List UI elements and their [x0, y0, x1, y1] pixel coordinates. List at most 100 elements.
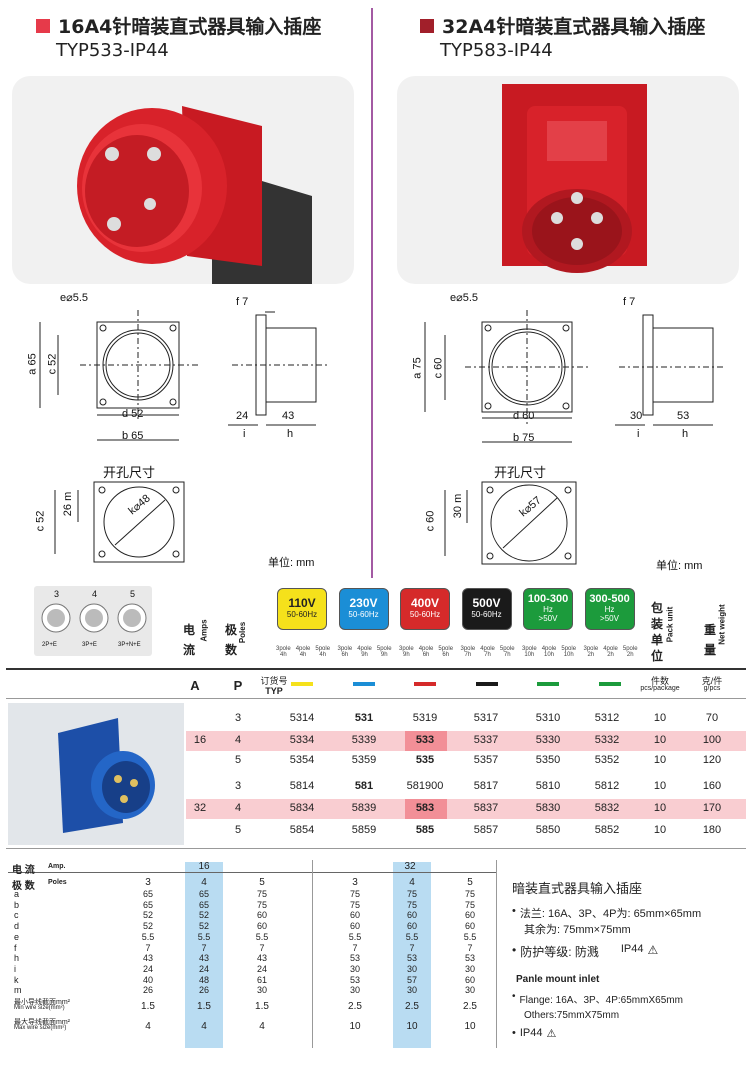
right-c-label: c 60	[432, 357, 445, 379]
spec-minwire: 1.5	[197, 1001, 211, 1012]
spec-pole-head: 4	[409, 877, 415, 888]
pack-cell: 10	[653, 780, 667, 792]
pole-cell: 4	[234, 802, 242, 814]
spec-value: 30	[349, 985, 360, 996]
left-typ: TYP533-IP44	[56, 40, 169, 61]
product-photo-32a	[397, 76, 739, 284]
weight-label: 重量	[704, 623, 717, 657]
amp-cell: 32	[193, 802, 207, 814]
typ-cell: 581	[354, 780, 374, 792]
right-a-label: a 75	[411, 357, 424, 379]
typ-color-bar-5	[598, 682, 621, 686]
spec-minwire-en: Min wire size(mm²)	[14, 1005, 65, 1011]
typ-cell: 5357	[473, 754, 499, 766]
current-label: 电流	[183, 623, 196, 657]
warning-icon: ⚠	[647, 943, 659, 957]
spec-key: c	[14, 910, 19, 921]
typ-cell: 5312	[594, 712, 620, 724]
typ-cell: 585	[415, 824, 435, 836]
spec-value: 75	[349, 889, 360, 899]
spec-value: 7	[467, 942, 473, 953]
spec-value: 24	[256, 963, 267, 974]
spec-value: 5.5	[405, 931, 419, 942]
spec-maxwire: 10	[464, 1021, 476, 1032]
poles-diagram: 3 4 5 2P+E 3P+E 3P+N+E	[34, 586, 152, 656]
amp-cell: 16	[193, 734, 207, 746]
spec-pole-head: 3	[352, 877, 358, 888]
current-label-en: Amps	[199, 619, 209, 642]
th-order: 订货号	[260, 676, 288, 686]
th-p: P	[233, 678, 243, 693]
left-f-label: f 7	[236, 296, 249, 308]
spec-key: m	[14, 985, 22, 996]
typ-cell: 5814	[289, 780, 315, 792]
right-dimension-drawing	[424, 310, 723, 565]
typ-cell: 535	[415, 754, 435, 766]
right-i-label: i	[637, 428, 640, 440]
th-pcs: 件数	[650, 676, 669, 686]
left-i-value: 24	[236, 410, 249, 422]
voltage-value: 110V	[288, 596, 316, 610]
spec-divider	[312, 860, 313, 1048]
spec-value: 48	[198, 974, 209, 985]
typ-cell: 5314	[289, 712, 315, 724]
spec-value: 7	[352, 942, 358, 953]
spec-value: 7	[259, 942, 265, 953]
spec-value: 40	[142, 974, 153, 985]
spec-key: h	[14, 953, 20, 964]
spec-key: d	[14, 921, 20, 932]
left-dimension-drawing	[39, 310, 330, 563]
spec-value: 75	[349, 899, 360, 910]
left-i-label: i	[243, 428, 246, 440]
typ-cell: 5334	[289, 734, 315, 746]
info-en-title: Panle mount inlet	[516, 974, 600, 985]
pole-cell: 3	[234, 780, 242, 792]
spec-key: k	[14, 974, 19, 985]
voltage-value: 500V	[472, 596, 501, 610]
spec-minwire: 1.5	[255, 1001, 269, 1012]
typ-cell: 5837	[473, 802, 499, 814]
spec-pole-head: 3	[145, 877, 151, 888]
typ-cell: 5857	[473, 824, 499, 836]
spec-value: 30	[256, 985, 267, 996]
typ-cell: 533	[415, 734, 435, 746]
right-cutout-m: 30 m	[452, 493, 465, 519]
th-g-en: g/pcs	[703, 685, 721, 692]
spec-value: 30	[464, 985, 475, 996]
spec-value: 60	[464, 921, 475, 932]
spec-divider-right	[496, 860, 497, 1048]
typ-color-bar-0	[291, 682, 313, 686]
spec-current-label: 电 流	[12, 865, 35, 876]
spec-value: 52	[142, 921, 153, 932]
spec-value: 24	[198, 963, 209, 974]
spec-value: 53	[349, 974, 360, 985]
left-b-label: b 65	[122, 430, 144, 442]
typ-color-bar-2	[414, 682, 436, 686]
poles-label-en: Poles	[238, 621, 248, 644]
typ-cell: 5354	[289, 754, 315, 766]
table-top-rule	[6, 668, 746, 670]
spec-value: 57	[406, 974, 417, 985]
left-title-marker	[36, 18, 50, 33]
info-flange-en-other: Others:75mmX75mm	[524, 1010, 620, 1021]
table-bottom-rule	[6, 848, 746, 849]
typ-cell: 5812	[594, 780, 620, 792]
spec-current-en: Amp.	[48, 863, 66, 870]
typ-cell: 5319	[412, 712, 438, 724]
right-f-label: f 7	[623, 296, 636, 308]
voltage-value: 230V	[349, 596, 378, 610]
typ-cell: 5359	[351, 754, 377, 766]
spec-value: 5.5	[463, 931, 477, 942]
left-a-label: a 65	[26, 353, 39, 375]
spec-value: 26	[198, 985, 209, 996]
